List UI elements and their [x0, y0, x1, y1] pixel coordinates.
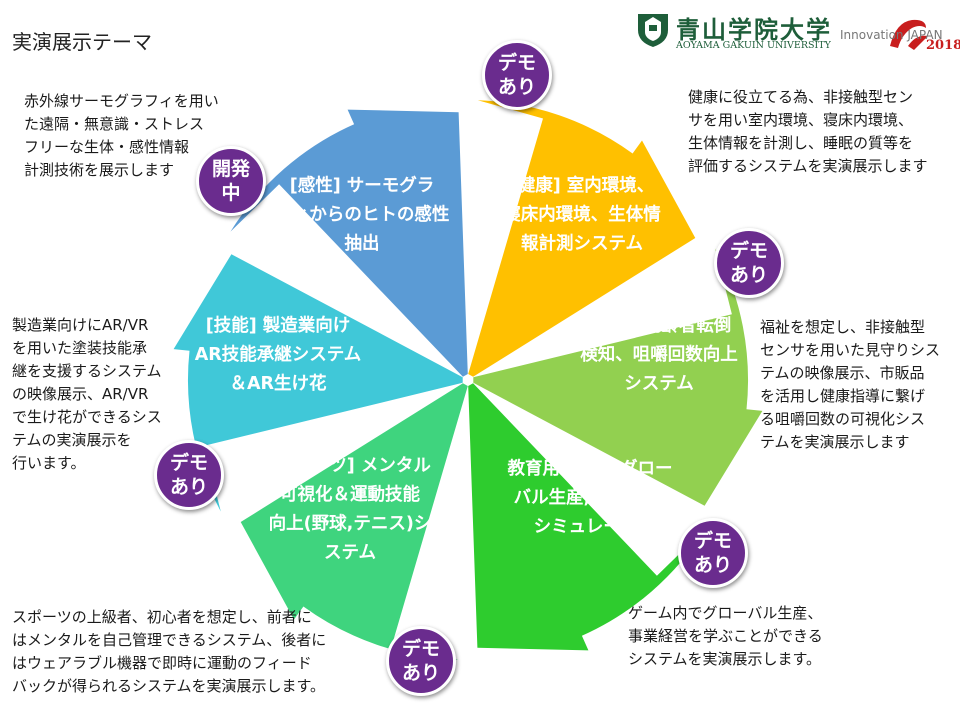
- label-skill-line: ＆AR生け花: [229, 374, 327, 394]
- label-sports-line: 可視化＆運動技能: [280, 485, 420, 505]
- segment-skill: [173, 254, 463, 512]
- segment-welfare: [473, 248, 763, 506]
- segment-education: [468, 383, 706, 651]
- label-education-line: 教育用ゲーム(グロー: [507, 459, 673, 479]
- label-welfare-line: 検知、咀嚼回数向上: [580, 345, 738, 365]
- aoyama-name-jp: 青山学院大学: [676, 15, 832, 44]
- label-sports-line: [スポーツ] メンタル: [269, 456, 431, 476]
- label-welfare: [福祉] 高齢者転倒 検知、咀嚼回数向上 システム: [550, 312, 768, 399]
- label-education-line: シミュレータ): [533, 517, 647, 537]
- description-education: ゲーム内でグローバル生産、 事業経営を学ぶことができる システムを実演展示します…: [628, 604, 823, 668]
- segment-welfare-shape: [473, 248, 763, 506]
- label-skill: [技能] 製造業向け AR技能承継システム ＆AR生け花: [172, 312, 384, 399]
- label-sports-line: ステム: [324, 543, 376, 563]
- description-sensitivity: 赤外線サーモグラフィを用い た遠隔・無意識・ストレス フリーな生体・感性情報 計…: [24, 92, 219, 179]
- innovation-name-en: Innovation JAPAN: [840, 28, 943, 42]
- label-sensitivity: [感性] サーモグラ フィからのヒトの感性 抽出: [256, 172, 468, 259]
- description-welfare: 福祉を想定し、非接触型 センサを用いた見守りシス テムの映像展示、市販品 を活用…: [760, 318, 941, 451]
- label-sensitivity-line: [感性] サーモグラ: [289, 176, 435, 196]
- label-sports-line: 向上(野球,テニス)シ: [268, 514, 432, 534]
- badge-dev-sensitivity: 開発 中: [196, 146, 266, 216]
- label-education-line: バル生産, 事業経営: [513, 488, 667, 508]
- label-sports: [スポーツ] メンタル 可視化＆運動技能 向上(野球,テニス)シ ステム: [244, 452, 456, 568]
- segment-health: [468, 100, 696, 377]
- page-title: 実演展示テーマ: [12, 30, 152, 54]
- label-health-line: 報計測システム: [521, 234, 643, 254]
- label-welfare-line: [福祉] 高齢者転倒: [586, 316, 732, 336]
- badge-demo-education: デモ あり: [678, 518, 748, 588]
- label-health-line: [健康] 室内環境、: [509, 176, 655, 196]
- segment-health-shape: [468, 100, 696, 377]
- badge-demo-sports: デモ あり: [386, 626, 456, 696]
- segment-skill-shape: [173, 254, 463, 512]
- aoyama-seal-icon: [638, 14, 668, 47]
- description-sports: スポーツの上級者、初心者を想定し、前者に はメンタルを自己管理できるシステム、後…: [12, 608, 327, 695]
- segment-education-shape: [468, 383, 706, 651]
- label-skill-line: AR技能承継システム: [194, 345, 362, 365]
- innovation-japan-logo: Innovation JAPAN 2018: [840, 12, 960, 54]
- segment-sports: [240, 383, 468, 660]
- label-education: 教育用ゲーム(グロー バル生産, 事業経営 シミュレータ): [484, 455, 696, 542]
- label-welfare-line: システム: [624, 374, 694, 394]
- aoyama-name-en: AOYAMA GAKUIN UNIVERSITY: [676, 40, 831, 51]
- innovation-year: 2018: [926, 38, 960, 53]
- label-health: [健康] 室内環境、 寝床内環境、生体情 報計測システム: [478, 172, 686, 259]
- label-sensitivity-line: フィからのヒトの感性: [274, 205, 450, 225]
- description-health: 健康に役立てる為、非接触型セン サを用い室内環境、寝床内環境、 生体情報を計測し…: [688, 88, 928, 175]
- badge-demo-skill: デモ あり: [154, 440, 224, 510]
- label-health-line: 寝床内環境、生体情: [503, 205, 661, 225]
- innovation-brush-icon: [890, 19, 928, 50]
- segment-sensitivity: [230, 109, 468, 377]
- description-skill: 製造業向けにAR/VR を用いた塗装技能承 継を支援するシステム の映像展示、A…: [12, 316, 162, 472]
- label-sensitivity-line: 抽出: [344, 234, 380, 254]
- aoyama-logo: 青山学院大学 AOYAMA GAKUIN UNIVERSITY: [636, 8, 831, 52]
- segment-sensitivity-shape: [230, 109, 468, 377]
- segment-sports-shape: [240, 383, 468, 660]
- badge-demo-welfare: デモ あり: [714, 228, 784, 298]
- label-skill-line: [技能] 製造業向け: [205, 316, 351, 336]
- badge-demo-health: デモ あり: [482, 40, 552, 110]
